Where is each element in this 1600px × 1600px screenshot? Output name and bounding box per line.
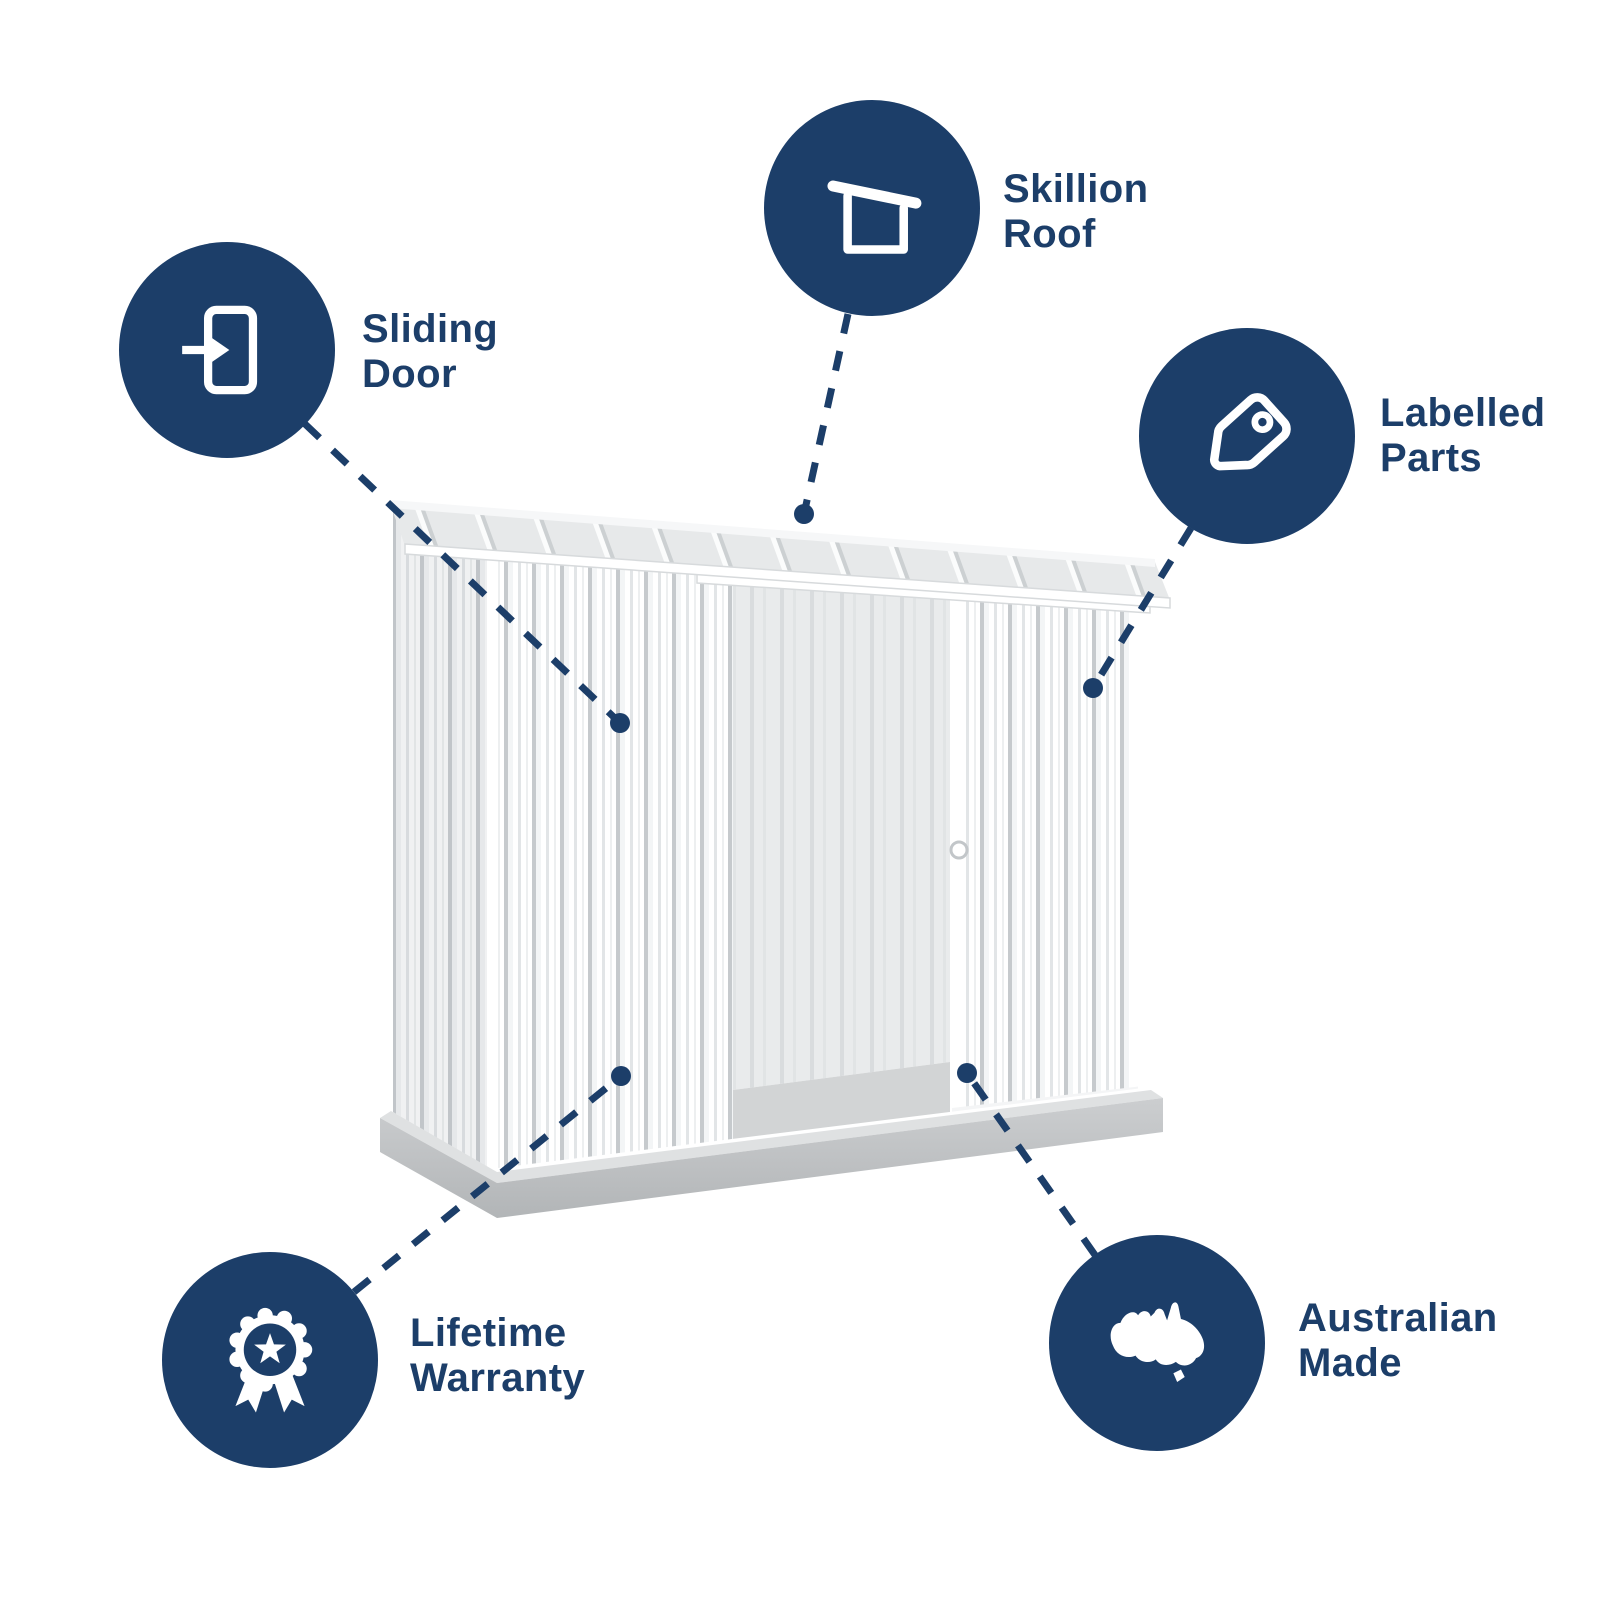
shed-roof (390, 503, 1170, 600)
slab-top (380, 1090, 1163, 1183)
label-sliding-door: Sliding Door (362, 307, 498, 397)
label-line: Australian (1298, 1296, 1498, 1340)
anchor-dot-labelled-parts (1083, 678, 1103, 698)
shed-left-wall (393, 503, 490, 1178)
label-line: Skillion (1003, 167, 1149, 211)
price-tag-icon (1209, 393, 1291, 471)
roof-fascia (404, 543, 1171, 609)
corner-trim (487, 556, 498, 1180)
australia-map-icon (1110, 1302, 1205, 1383)
badge-sliding-door (119, 242, 335, 458)
label-line: Labelled (1380, 391, 1546, 435)
label-line: Warranty (410, 1356, 586, 1400)
shed (380, 500, 1171, 1218)
connectors (302, 313, 1194, 1295)
label-lifetime-warranty: Lifetime Warranty (410, 1311, 585, 1401)
skillion-roof-icon (827, 180, 922, 254)
label-line: Made (1298, 1341, 1402, 1385)
label-australian-made: Australian Made (1298, 1296, 1498, 1386)
connector-sliding-door (302, 421, 623, 726)
label-labelled-parts: Labelled Parts (1380, 391, 1545, 481)
label-line: Door (362, 352, 457, 396)
anchor-dot-lifetime-warranty (611, 1066, 631, 1086)
badge-australian-made (1049, 1235, 1265, 1451)
anchor-dot-australian-made (957, 1063, 977, 1083)
anchor-dot-sliding-door (610, 713, 630, 733)
label-skillion-roof: Skillion Roof (1003, 167, 1148, 257)
label-line: Roof (1003, 212, 1096, 256)
label-line: Lifetime (410, 1311, 567, 1355)
award-rosette-icon (229, 1307, 313, 1413)
connector-lifetime-warranty (351, 1073, 624, 1295)
connector-skillion-roof (800, 313, 852, 515)
shed-front-wall (490, 558, 733, 1178)
sliding-door-icon (182, 305, 258, 395)
badge-labelled-parts (1139, 328, 1355, 544)
slab-front (380, 1098, 1163, 1218)
sliding-door-panel (949, 581, 1143, 1120)
connector-labelled-parts (1090, 526, 1194, 690)
label-line: Sliding (362, 307, 499, 351)
roof-ridge-cap (390, 500, 1155, 567)
badge-lifetime-warranty (162, 1252, 378, 1468)
right-edge-trim (1138, 593, 1147, 1098)
badge-skillion-roof (764, 100, 980, 316)
shed-interior-back-wall (733, 567, 950, 1090)
label-line: Parts (1380, 436, 1483, 480)
anchor-dot-skillion-roof (794, 504, 814, 524)
door-handle (949, 840, 969, 860)
